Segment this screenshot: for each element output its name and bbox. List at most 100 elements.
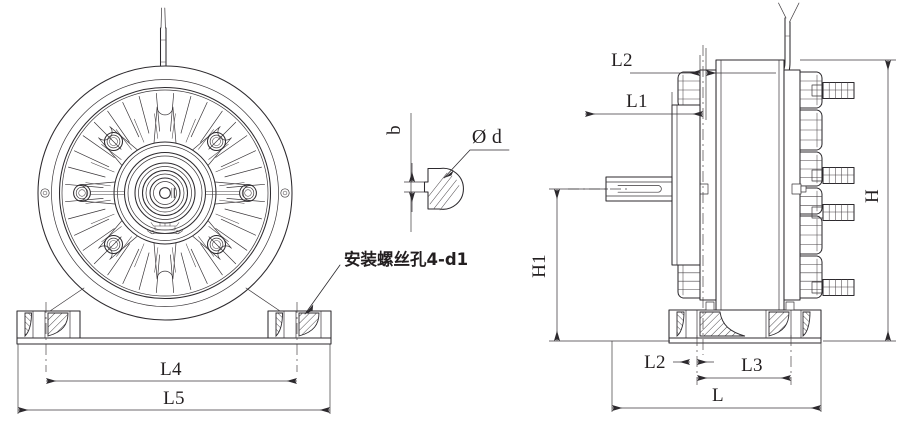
- cooling-slot: [107, 110, 130, 143]
- cooling-fin: [799, 255, 823, 299]
- mounting-bolt-hole: [206, 234, 227, 255]
- dimension-b-label: b: [384, 125, 405, 135]
- cooling-fin: [799, 187, 823, 215]
- mounting-hole-note: 安装螺丝孔4-d1: [304, 249, 468, 315]
- cooling-slot: [170, 93, 175, 132]
- dimension-l3: L3: [696, 355, 792, 382]
- bearing-housing-step: [671, 104, 701, 266]
- cooling-slot: [215, 228, 248, 251]
- cooling-slot: [155, 93, 160, 132]
- cooling-slot-inner: [90, 162, 115, 173]
- cooling-slot: [93, 121, 122, 150]
- dimension-h: H: [800, 59, 896, 342]
- shaft-cross-section: [423, 167, 464, 211]
- hose-barb-icon: [811, 203, 855, 222]
- front-mounting-feet: [16, 310, 332, 345]
- hub-spoke-lobe: [98, 220, 138, 260]
- cooling-slot-inner: [219, 199, 245, 204]
- cooling-slot: [65, 198, 104, 203]
- hub-spoke-lobe: [192, 126, 232, 166]
- cooling-slot: [208, 121, 237, 150]
- cooling-slot-inner: [185, 118, 196, 143]
- cooling-slot: [226, 198, 265, 203]
- mounting-bolt-hole: [206, 131, 227, 152]
- side-view: L2 L1 H H1 L2: [529, 2, 896, 412]
- cooling-slot: [215, 135, 248, 158]
- cooling-slot-inner: [154, 113, 159, 139]
- cooling-slot-inner: [134, 243, 145, 268]
- cooling-slot: [65, 183, 104, 188]
- center-hub-assembly: [113, 141, 217, 245]
- dimension-h-label: H: [862, 189, 883, 203]
- stator-core-block: [715, 59, 785, 311]
- cooling-slot-inner: [208, 226, 229, 242]
- cooling-slot-inner: [185, 243, 196, 268]
- hose-barb-group: [811, 81, 855, 297]
- diameter-d-label: Ø d: [472, 126, 502, 148]
- shaft-section-detail: b Ø d: [384, 113, 510, 232]
- cooling-slot: [68, 166, 106, 178]
- cooling-slot: [122, 248, 140, 284]
- front-view: L4 L5: [16, 7, 332, 414]
- cooling-slot-group-inner: [85, 113, 245, 273]
- dimension-l4-label: L4: [160, 359, 182, 380]
- dimension-h1-label: H1: [529, 254, 550, 278]
- cooling-slot-inner: [90, 213, 115, 224]
- hose-barb-icon: [811, 166, 855, 185]
- housing-inner-circle: [51, 79, 279, 307]
- cooling-slot-inner: [134, 118, 145, 143]
- cooling-slot-inner: [215, 162, 240, 173]
- cooling-slot-inner: [198, 236, 215, 257]
- endplate-rim-inner: [61, 89, 269, 297]
- foot-leader-right: [245, 287, 281, 312]
- dimension-l1-label: L1: [626, 91, 648, 112]
- dimension-l2-bottom-label: L2: [644, 352, 666, 373]
- housing-edge-hole-right: [280, 188, 290, 198]
- shaft-bore: [159, 187, 171, 199]
- cooling-slot-inner: [85, 199, 111, 204]
- dimension-l-label: L: [712, 385, 724, 406]
- cooling-slot: [82, 228, 115, 251]
- cooling-slot-inner: [85, 182, 111, 187]
- cooling-slot-inner: [101, 226, 122, 243]
- hub-spoke-lobe: [153, 106, 177, 144]
- cooling-slot-inner: [171, 113, 176, 139]
- cooling-slot: [190, 248, 208, 284]
- cooling-slot: [224, 166, 262, 178]
- cooling-slot: [180, 252, 192, 290]
- housing-edge-hole-left: [40, 188, 50, 198]
- cooling-slot: [224, 208, 262, 220]
- motor-body-section: [715, 59, 785, 311]
- cooling-slot: [93, 236, 122, 265]
- dimension-l5: L5: [17, 388, 331, 414]
- cooling-slot: [170, 254, 175, 293]
- cooling-slot: [74, 150, 110, 168]
- dimension-l2-bottom: L2: [644, 352, 714, 373]
- cooling-slot-inner: [215, 213, 240, 224]
- cooling-slot: [190, 102, 208, 138]
- dimension-l4: L4: [45, 359, 298, 385]
- cooling-slot: [138, 252, 150, 290]
- cooling-slot: [200, 110, 223, 143]
- side-port-group: [40, 184, 290, 202]
- hose-barb-icon: [811, 278, 855, 297]
- side-port-right: [205, 184, 257, 202]
- cooling-slot: [68, 208, 106, 220]
- cooling-slot: [180, 96, 192, 134]
- dimension-b: b: [384, 125, 424, 212]
- hub-spoke-lobe: [98, 126, 138, 166]
- hose-barb-icon: [811, 81, 855, 100]
- hub-spoke-lobe: [192, 220, 232, 260]
- side-port-left: [73, 184, 125, 202]
- dimension-l1: L1: [584, 91, 704, 118]
- cooling-slot: [200, 243, 223, 276]
- cooling-slot-inner: [198, 129, 214, 150]
- dimension-l2-top-label: L2: [611, 50, 633, 71]
- cooling-slot-inner: [101, 144, 122, 160]
- cooling-slot: [122, 102, 140, 138]
- cooling-slot: [138, 96, 150, 134]
- dimension-l2-top: L2: [611, 50, 776, 77]
- cooling-slot-inner: [171, 247, 176, 273]
